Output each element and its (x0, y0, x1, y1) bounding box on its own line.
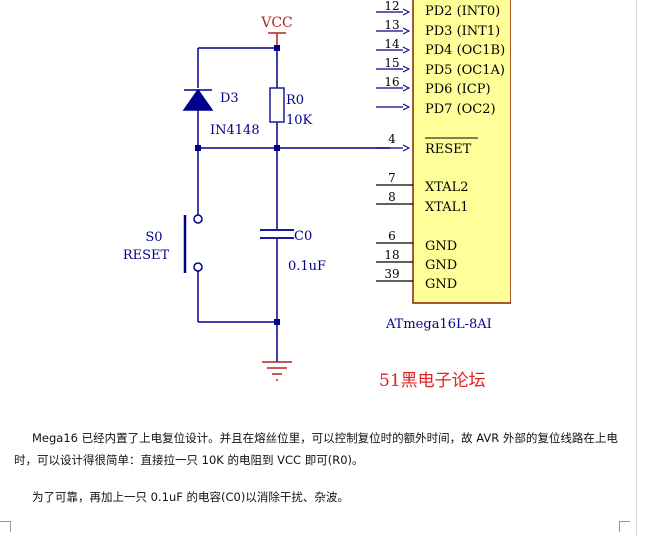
ground-symbol (262, 361, 292, 381)
pin-label: GND (425, 239, 457, 254)
switch-name: RESET (123, 248, 170, 263)
pin-label: XTAL2 (425, 180, 469, 195)
pin-number: 16 (384, 75, 399, 89)
page-corner-mark-left (0, 521, 11, 532)
pin-number: 4 (388, 132, 396, 146)
page-divider (636, 0, 637, 536)
xtal2-pin: 7 XTAL2 (376, 171, 469, 195)
chip-body (412, 0, 511, 304)
pin-label: PD7 (OC2) (425, 102, 496, 117)
pin-number: 14 (384, 37, 400, 51)
article-text: Mega16 已经内置了上电复位设计。并且在熔丝位里，可以控制复位时的额外时间，… (14, 427, 624, 508)
gnd-pin: 6 GND (376, 229, 457, 254)
resistor-value: 10K (286, 113, 313, 128)
paragraph-2: 为了可靠，再加上一只 0.1uF 的电容(C0)以消除干扰、杂波。 (32, 490, 349, 504)
paragraph-1: Mega16 已经内置了上电复位设计。并且在熔丝位里，可以控制复位时的额外时间，… (14, 431, 618, 467)
vcc-label: VCC (260, 15, 293, 31)
capacitor-ref: C0 (294, 229, 312, 244)
pin-row: 12 PD2 (INT0) (376, 0, 500, 19)
pin-number: 18 (384, 248, 399, 262)
pin-number: 8 (388, 190, 396, 204)
watermark: 51黑电子论坛 (379, 371, 486, 391)
capacitor-value: 0.1uF (288, 259, 326, 274)
reset-switch-symbol (183, 214, 203, 273)
junction-dots (195, 45, 280, 325)
capacitor-symbol (260, 229, 294, 239)
pin-number: 15 (384, 56, 399, 70)
diode-part: IN4148 (210, 123, 260, 138)
pin-label: PD3 (INT1) (425, 24, 500, 39)
switch-ref: S0 (145, 230, 162, 245)
pin-number: 7 (388, 171, 396, 185)
page-corner-mark-right (619, 521, 630, 532)
resistor-ref: R0 (286, 93, 304, 108)
chip-name: ATmega16L-8AI (385, 317, 492, 332)
pin-label: RESET (425, 142, 472, 157)
reset-pin: 4 RESET (376, 132, 478, 157)
diode-symbol (182, 88, 214, 111)
diode-ref: D3 (220, 91, 239, 106)
pin-row: 15 PD5 (OC1A) (376, 56, 505, 78)
pin-label: PD2 (INT0) (425, 4, 500, 19)
pin-row: 13 PD3 (INT1) (376, 18, 500, 39)
pin-number: 6 (388, 229, 396, 243)
pin-number: 39 (384, 267, 399, 281)
top-pins: 12 PD2 (INT0) 13 PD3 (INT1) 14 PD4 (OC1B… (376, 0, 505, 117)
vcc-symbol (268, 32, 286, 46)
pin-row: 16 PD6 (ICP) (376, 75, 491, 97)
schematic-figure: VCC D3 IN4148 R0 10K C0 0.1uF (108, 0, 511, 406)
pin-label: PD5 (OC1A) (425, 63, 505, 78)
wires (197, 46, 390, 362)
gnd-pin: 39 GND (376, 267, 457, 292)
pin-label: PD6 (ICP) (425, 82, 491, 97)
pin-label: GND (425, 258, 457, 273)
xtal1-pin: 8 XTAL1 (376, 190, 469, 215)
resistor-symbol (269, 87, 285, 123)
pin-label: PD4 (OC1B) (425, 43, 505, 58)
pin-label: XTAL1 (425, 200, 469, 215)
pin-row: 14 PD4 (OC1B) (376, 37, 505, 58)
pin-number: 13 (384, 18, 399, 32)
gnd-pin: 18 GND (376, 248, 457, 273)
pin-number: 12 (384, 0, 399, 13)
pin-label: GND (425, 277, 457, 292)
pin-row: PD7 (OC2) (376, 102, 496, 117)
